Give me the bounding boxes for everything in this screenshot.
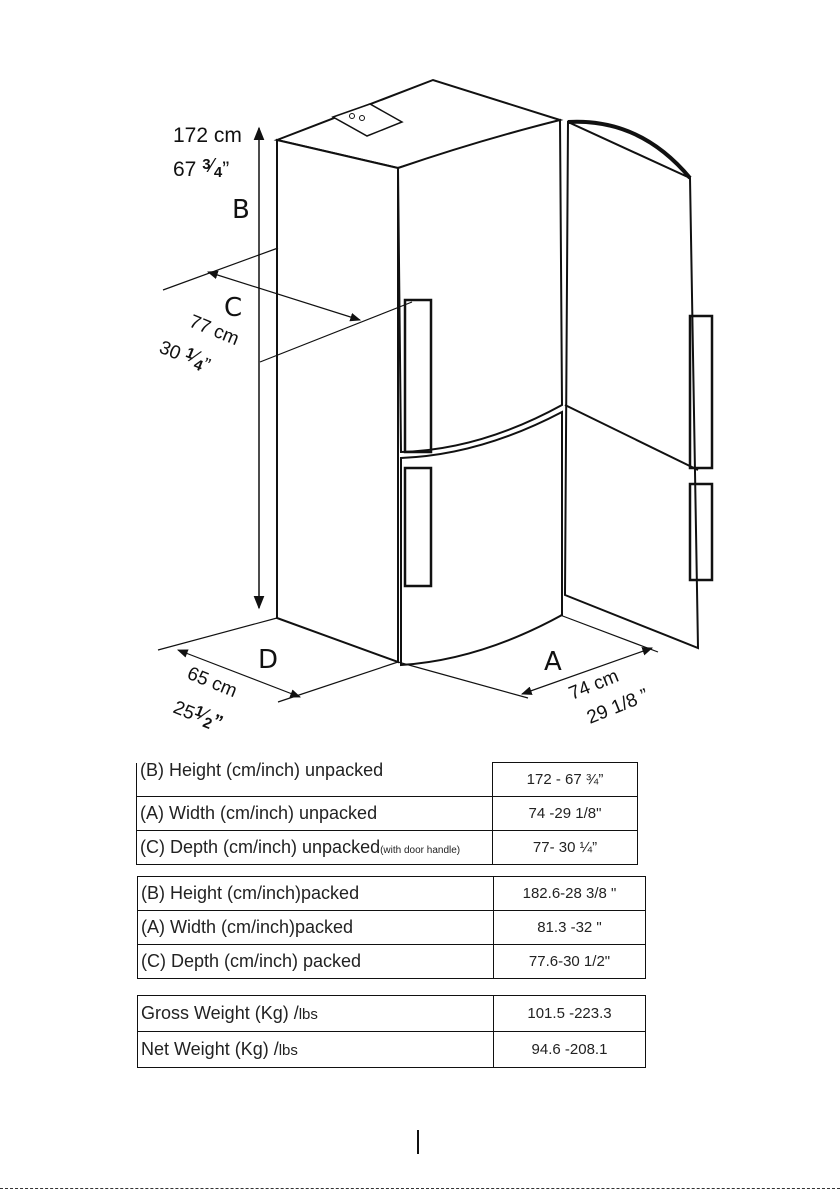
height-letter: B — [232, 195, 250, 225]
spec-label-cell: (C) Depth (cm/inch) unpacked(with door h… — [136, 830, 493, 865]
spec-label: (C) Depth (cm/inch) unpacked — [140, 837, 381, 857]
table-row: (A) Width (cm/inch) unpacked 74 -29 1/8" — [136, 796, 638, 831]
bottom-rule — [0, 1188, 840, 1189]
depth-letter: C — [224, 293, 242, 323]
width-dimension-lines — [397, 614, 659, 699]
spec-unit: lbs — [278, 1042, 298, 1059]
handles — [403, 298, 714, 588]
depth-inch-label: 30 1⁄4” — [156, 333, 215, 377]
spec-label: (A) Width (cm/inch)packed — [137, 910, 494, 945]
table-row: (B) Height (cm/inch) unpacked 172 - 67 ¾… — [136, 761, 638, 797]
spec-value: 101.5 -223.3 — [493, 995, 646, 1032]
spec-label: Gross Weight (Kg) / — [141, 1003, 299, 1023]
fridge-dimension-diagram: 172 cm 67 3⁄4” B C 77 cm 30 1⁄4” D 65 cm… — [156, 78, 714, 736]
table-row: Gross Weight (Kg) /lbs 101.5 -223.3 — [137, 995, 646, 1032]
table-row: (A) Width (cm/inch)packed 81.3 -32 " — [137, 910, 646, 945]
spec-label: (B) Height (cm/inch) unpacked — [136, 761, 493, 797]
side-depth-cm-label: 65 cm — [184, 663, 240, 702]
weight-table: Gross Weight (Kg) /lbs 101.5 -223.3 Net … — [137, 995, 646, 1068]
spec-unit: lbs — [298, 1006, 318, 1023]
side-depth-letter: D — [258, 645, 278, 675]
packed-dimensions-table: (B) Height (cm/inch)packed 182.6-28 3/8 … — [137, 876, 646, 979]
width-letter: A — [544, 647, 562, 677]
spec-value: 94.6 -208.1 — [493, 1031, 646, 1068]
spec-label: Net Weight (Kg) / — [141, 1039, 279, 1059]
depth-dimension-lines — [162, 247, 413, 363]
table-row: Net Weight (Kg) /lbs 94.6 -208.1 — [137, 1031, 646, 1068]
spec-label-cell: Net Weight (Kg) /lbs — [137, 1031, 494, 1068]
table-row: (C) Depth (cm/inch) unpacked(with door h… — [136, 830, 638, 865]
fridge-body — [273, 78, 700, 667]
spec-value: 182.6-28 3/8 " — [493, 876, 646, 911]
page-marker — [417, 1130, 419, 1154]
spec-note: (with door handle) — [380, 845, 461, 856]
spec-label-cell: Gross Weight (Kg) /lbs — [137, 995, 494, 1032]
spec-label: (A) Width (cm/inch) unpacked — [136, 796, 493, 831]
side-depth-dimension-lines — [157, 617, 399, 703]
spec-value: 172 - 67 ¾” — [492, 762, 638, 797]
table-row: (C) Depth (cm/inch) packed 77.6-30 1/2" — [137, 944, 646, 979]
spec-value: 74 -29 1/8" — [492, 796, 638, 831]
spec-label: (B) Height (cm/inch)packed — [137, 876, 494, 911]
spec-value: 77- 30 ¼” — [492, 830, 638, 865]
spec-label: (C) Depth (cm/inch) packed — [137, 944, 494, 979]
spec-value: 77.6-30 1/2" — [493, 944, 646, 979]
height-cm-label: 172 cm — [173, 124, 242, 147]
unpacked-dimensions-table: (B) Height (cm/inch) unpacked 172 - 67 ¾… — [136, 761, 638, 865]
spec-value: 81.3 -32 " — [493, 910, 646, 945]
side-depth-inch-label: 251⁄2” — [170, 693, 227, 736]
table-row: (B) Height (cm/inch)packed 182.6-28 3/8 … — [137, 876, 646, 911]
height-inch-label: 67 3⁄4” — [173, 155, 229, 181]
